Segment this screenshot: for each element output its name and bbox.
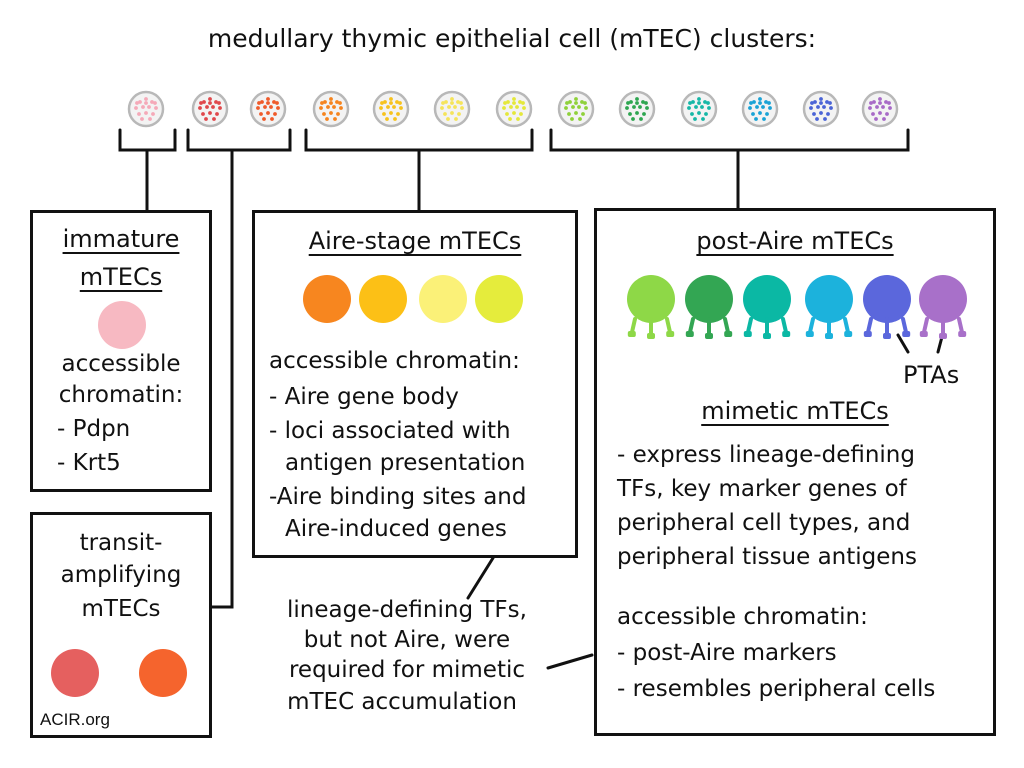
cluster-dot-10	[680, 90, 718, 128]
mimetic-desc-line4: peripheral tissue antigens	[617, 544, 917, 570]
cluster-dot-7	[495, 90, 533, 128]
post-aire-cell-5	[863, 275, 911, 339]
post-aire-cell-4	[805, 275, 853, 339]
transit-heading-line1: transit-	[79, 530, 163, 556]
note-line1: lineage-defining TFs,	[287, 597, 527, 623]
aire-cell-1	[303, 275, 351, 323]
immature-marker-krt5: - Krt5	[57, 450, 121, 476]
aire-cell-2	[359, 275, 407, 323]
post-aire-cell-6	[919, 275, 967, 339]
post-aire-item-markers: - post-Aire markers	[617, 640, 837, 666]
mimetic-heading: mimetic mTECs	[701, 397, 889, 425]
cluster-dot-9	[618, 90, 656, 128]
post-aire-cell-3	[743, 275, 791, 339]
immature-heading-line2: mTECs	[79, 263, 163, 291]
immature-chromatin-line2: chromatin:	[58, 382, 184, 408]
cluster-dot-8	[557, 90, 595, 128]
bracket-immature	[118, 128, 177, 152]
note-line2: but not Aire, were	[303, 627, 511, 653]
mimetic-desc-line1: - express lineage-defining	[617, 442, 915, 468]
aire-item-loci-line2: antigen presentation	[285, 450, 526, 476]
immature-marker-pdpn: - Pdpn	[57, 416, 131, 442]
cluster-dot-11	[741, 90, 779, 128]
aire-item-binding-line1: -Aire binding sites and	[269, 484, 527, 510]
connector-transit	[210, 148, 234, 609]
credit-text: ACIR.org	[40, 710, 110, 729]
post-aire-chromatin-label: accessible chromatin:	[617, 604, 868, 630]
post-aire-item-resembles: - resembles peripheral cells	[617, 676, 936, 702]
aire-cell-4	[475, 275, 523, 323]
note-line4: mTEC accumulation	[287, 689, 517, 715]
transit-cell-2	[139, 649, 187, 697]
cluster-dot-12	[802, 90, 840, 128]
diagram-title: medullary thymic epithelial cell (mTEC) …	[207, 24, 817, 53]
aire-chromatin-label: accessible chromatin:	[269, 348, 520, 374]
note-connector-post-aire	[546, 653, 594, 670]
post-aire-heading: post-Aire mTECs	[696, 227, 894, 255]
aire-item-binding-line2: Aire-induced genes	[285, 516, 507, 542]
cluster-dot-6	[433, 90, 471, 128]
cluster-dot-3	[249, 90, 287, 128]
immature-heading-line1: immature	[62, 225, 180, 253]
note-line3: required for mimetic	[288, 657, 526, 683]
cluster-dot-1	[127, 90, 165, 128]
immature-cell	[98, 301, 146, 349]
aire-stage-box: Aire-stage mTECs accessible chromatin: -…	[252, 210, 578, 558]
pta-label: PTAs	[903, 361, 960, 389]
aire-cell-3	[419, 275, 467, 323]
immature-chromatin-line1: accessible	[61, 351, 181, 377]
bracket-transit	[186, 128, 292, 152]
cluster-dot-4	[312, 90, 350, 128]
post-aire-box: post-Aire mTECs PTAs mimetic mTECs - exp…	[594, 208, 996, 736]
bracket-aire	[304, 128, 534, 152]
post-aire-cell-1	[627, 275, 675, 339]
note-connector-aire	[466, 556, 495, 600]
bracket-post-aire	[549, 128, 910, 152]
mimetic-desc-line2: TFs, key marker genes of	[617, 476, 907, 502]
aire-item-loci-line1: - loci associated with	[269, 418, 511, 444]
transit-heading-line3: mTECs	[81, 596, 161, 622]
immature-mtec-box: immature mTECs accessible chromatin: - P…	[30, 210, 212, 492]
cluster-dot-2	[191, 90, 229, 128]
transit-heading-line2: amplifying	[60, 562, 182, 588]
transit-amplifying-box: transit- amplifying mTECs	[30, 512, 212, 738]
transit-cell-1	[51, 649, 99, 697]
cluster-dot-13	[861, 90, 899, 128]
aire-heading: Aire-stage mTECs	[308, 227, 522, 255]
mimetic-desc-line3: peripheral cell types, and	[617, 510, 911, 536]
aire-item-gene-body: - Aire gene body	[269, 384, 459, 410]
pta-pointer-left	[896, 333, 910, 354]
cluster-dot-5	[372, 90, 410, 128]
post-aire-cell-2	[685, 275, 733, 339]
